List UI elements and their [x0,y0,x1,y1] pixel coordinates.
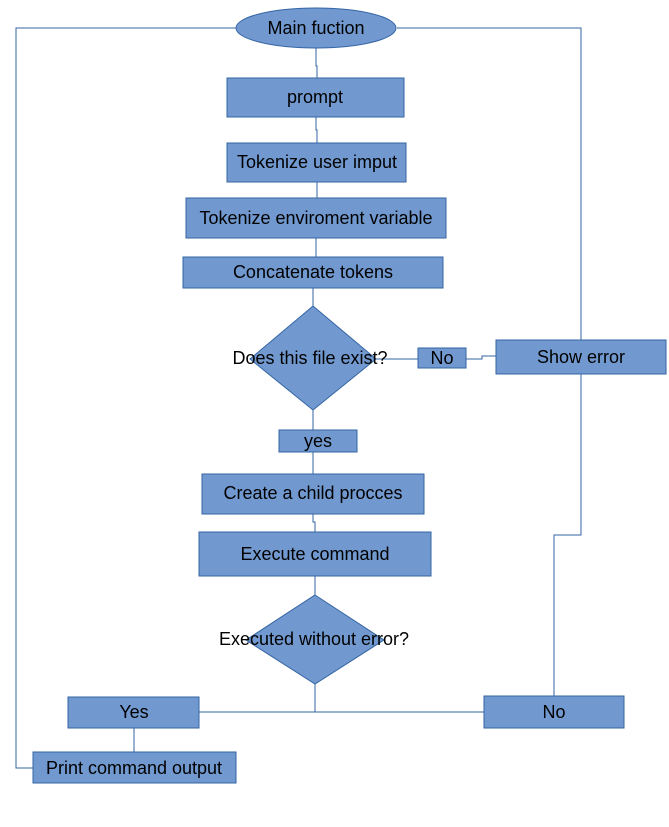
connector-prompt-tokenize [315,117,318,143]
yes-exec-node [67,696,200,729]
connector-child-execute [312,514,316,532]
no-exec-label: No [542,702,565,722]
connectors [15,27,582,769]
executed-ok-decision [245,594,385,685]
yes-file-label: yes [304,431,332,451]
tokenize-user-node [226,142,407,183]
execute-command-node [198,531,432,577]
file-exist-label: Does this file exist? [232,348,387,368]
prompt-label: prompt [287,87,343,107]
connector-main-showerror [397,27,582,340]
connector-showerror-no-loop [553,374,582,696]
tokenize-env-node [185,197,447,239]
connector-print-main-loop [15,27,236,769]
executed-ok-label: Executed without error? [219,629,409,649]
no-file-label: No [430,348,453,368]
tokenize-user-label: Tokenize user imput [237,152,397,172]
connector-main-prompt [315,48,318,78]
print-output-node [32,751,237,784]
file-exist-decision [249,305,377,411]
tokenize-env-label: Tokenize enviroment variable [199,208,432,228]
main-function-node [235,7,397,49]
connector-decision-branches [199,684,484,713]
no-exec-node [483,695,625,729]
yes-exec-label: Yes [119,702,148,722]
show-error-node [495,339,667,375]
connector-no-showerror [466,355,496,360]
print-output-label: Print command output [46,758,222,778]
main-function-label: Main fuction [267,18,364,38]
concatenate-node [182,256,444,289]
prompt-node [226,77,405,118]
yes-file-node [278,429,358,453]
concatenate-label: Concatenate tokens [233,262,393,282]
no-file-node [417,347,467,369]
create-child-label: Create a child procces [223,483,402,503]
show-error-label: Show error [537,347,625,367]
create-child-node [201,473,425,515]
execute-command-label: Execute command [240,544,389,564]
